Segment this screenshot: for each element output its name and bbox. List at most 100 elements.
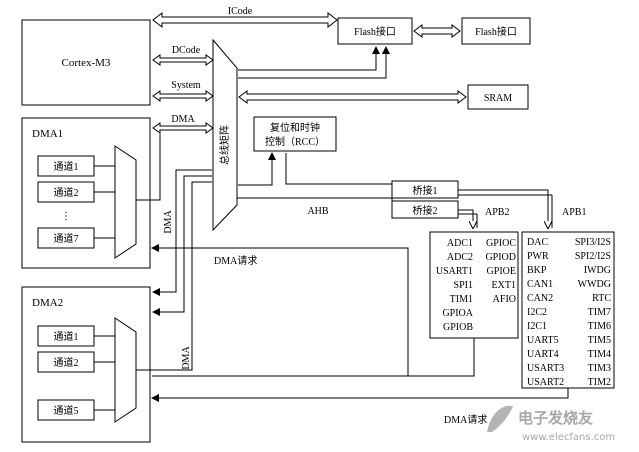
flash-interface-2-label: Flash接口 xyxy=(475,25,517,38)
apb1-left-item: UART4 xyxy=(527,349,559,360)
apb1-right-item: SPI3/I2S xyxy=(575,237,611,248)
dma-request-label-2: DMA请求 xyxy=(444,413,487,426)
dma1-channel-ellipsis: ⋮ xyxy=(61,211,71,222)
apb2-label: APB2 xyxy=(485,207,509,218)
icode-bus-arrow xyxy=(152,11,338,29)
apb1-left-item: PWR xyxy=(527,251,549,262)
flash-interface-1-label: Flash接口 xyxy=(354,25,396,38)
apb2-peripherals xyxy=(429,231,519,339)
dma2-label: DMA2 xyxy=(32,297,63,309)
apb1-left-item: BKP xyxy=(527,265,547,276)
rcc-link-line xyxy=(238,152,276,186)
apb1-right-item: TIM3 xyxy=(588,363,611,374)
apb2-arrow xyxy=(458,209,473,228)
apb2-right-item: GPIOD xyxy=(485,252,516,263)
dcode-label: DCode xyxy=(172,45,201,56)
dma-bus-label: DMA xyxy=(171,114,195,125)
apb1-left-item: UART5 xyxy=(527,335,559,346)
watermark-cn: 电子发烧友 xyxy=(518,409,593,427)
apb1-left-item: DAC xyxy=(527,237,548,248)
apb1-right-item: SPI2/I2S xyxy=(575,251,611,262)
apb2-left-item: ADC1 xyxy=(447,238,473,249)
apb2-left-item: SPI1 xyxy=(454,280,473,291)
dma1-arbiter xyxy=(114,145,137,259)
elecfans-watermark: 电子发烧友 www.elecfans.com xyxy=(487,405,615,443)
flash-link-arrow xyxy=(413,24,461,38)
apb1-left-item: I2C2 xyxy=(527,307,547,318)
flash-interface-2 xyxy=(461,17,531,45)
apb1-right-item: TIM6 xyxy=(588,321,611,332)
apb1-right-item: IWDG xyxy=(584,265,611,276)
dma-request-line-inner xyxy=(152,338,475,377)
apb1-right-item: TIM5 xyxy=(588,335,611,346)
apb1-left-item: USART3 xyxy=(527,363,564,374)
dma-request-line-2 xyxy=(151,388,569,402)
dma1-channel-2-label: 通道2 xyxy=(54,186,79,199)
watermark-leaf-icon xyxy=(487,405,513,432)
dma-request-label-1: DMA请求 xyxy=(214,254,257,267)
apb1-right-item: RTC xyxy=(592,293,611,304)
dma1-to-bus-line xyxy=(136,134,161,201)
apb1-left-item: CAN2 xyxy=(527,293,553,304)
apb1-right-item: TIM7 xyxy=(588,307,611,318)
dma2-to-matrix-line xyxy=(136,181,212,371)
apb1-right-item: WWDG xyxy=(578,279,611,290)
apb2-right-item: AFIO xyxy=(493,294,516,305)
rcc-to-bridge-line xyxy=(285,153,392,185)
dma2-channel-1-label: 通道1 xyxy=(54,330,79,343)
apb2-right-item: EXT1 xyxy=(492,280,516,291)
apb2-left-item: TIM1 xyxy=(450,294,473,305)
dma1-label: DMA1 xyxy=(32,128,63,140)
sram-block xyxy=(467,84,529,110)
dma2-arbiter xyxy=(114,317,137,423)
sram-bus-arrow xyxy=(238,90,467,104)
dma2-channel-2-label: 通道2 xyxy=(54,356,79,369)
bridge2-label: 桥接2 xyxy=(413,204,438,217)
system-bus-arrow xyxy=(152,90,214,102)
dma-bus-v2 xyxy=(152,175,212,316)
apb1-arrow xyxy=(458,189,548,228)
apb2-left-item: GPIOA xyxy=(442,308,473,319)
dma-bus-v1 xyxy=(152,169,212,296)
dma1-channel-7-label: 通道7 xyxy=(54,232,79,245)
apb1-left-item: CAN1 xyxy=(527,279,553,290)
apb1-left-item: USART2 xyxy=(527,377,564,388)
system-label: System xyxy=(171,80,201,91)
watermark-url: www.elecfans.com xyxy=(522,432,615,443)
apb2-left-item: GPIOB xyxy=(443,322,473,333)
sram-label: SRAM xyxy=(484,93,512,104)
ahb-label: AHB xyxy=(307,206,328,217)
dma-bus-v2-label: DMA xyxy=(181,346,192,370)
icode-label: ICode xyxy=(228,6,253,17)
bridge1-label: 桥接1 xyxy=(413,184,438,197)
dma1-channel-1-label: 通道1 xyxy=(54,160,79,173)
apb2-right-item: GPIOE xyxy=(487,266,516,277)
apb1-peripherals xyxy=(521,231,615,389)
rcc-block xyxy=(253,116,337,152)
apb1-label: APB1 xyxy=(562,207,586,218)
apb1-right-item: TIM4 xyxy=(588,349,611,360)
cortex-m3-block xyxy=(21,19,151,106)
rcc-label-line2: 控制（RCC） xyxy=(265,135,325,148)
apb2-left-item: USART1 xyxy=(436,266,473,277)
dcode-bus-arrow xyxy=(152,54,214,66)
apb2-right-item: GPIOC xyxy=(486,238,516,249)
apb1-right-column: SPI3/I2S SPI2/I2S IWDG WWDG RTC TIM7TIM6TIM5T… xyxy=(575,237,611,388)
apb1-right-item: TIM2 xyxy=(588,377,611,388)
apb1-left-item: I2C1 xyxy=(527,321,547,332)
flash-system-line xyxy=(238,46,390,79)
dma-bus-arrow xyxy=(152,122,214,134)
apb2-left-item: ADC2 xyxy=(447,252,473,263)
rcc-label-line1: 复位和时钟 xyxy=(270,121,320,134)
flash-dcode-line xyxy=(238,46,380,71)
dma2-channel-5-label: 通道5 xyxy=(54,404,79,417)
bus-matrix-block xyxy=(212,38,238,232)
bus-matrix-label: 总线矩阵 xyxy=(218,125,231,165)
flash-interface-1 xyxy=(337,17,413,45)
cortex-m3-label: Cortex-M3 xyxy=(62,57,111,69)
dma-request-line-1 xyxy=(151,244,409,376)
dma-bus-v1-label: DMA xyxy=(163,210,174,234)
apb1-left-column: DAC PWR BKP CAN1CAN2I2C2I2C1UART5UART4USART… xyxy=(527,237,564,388)
